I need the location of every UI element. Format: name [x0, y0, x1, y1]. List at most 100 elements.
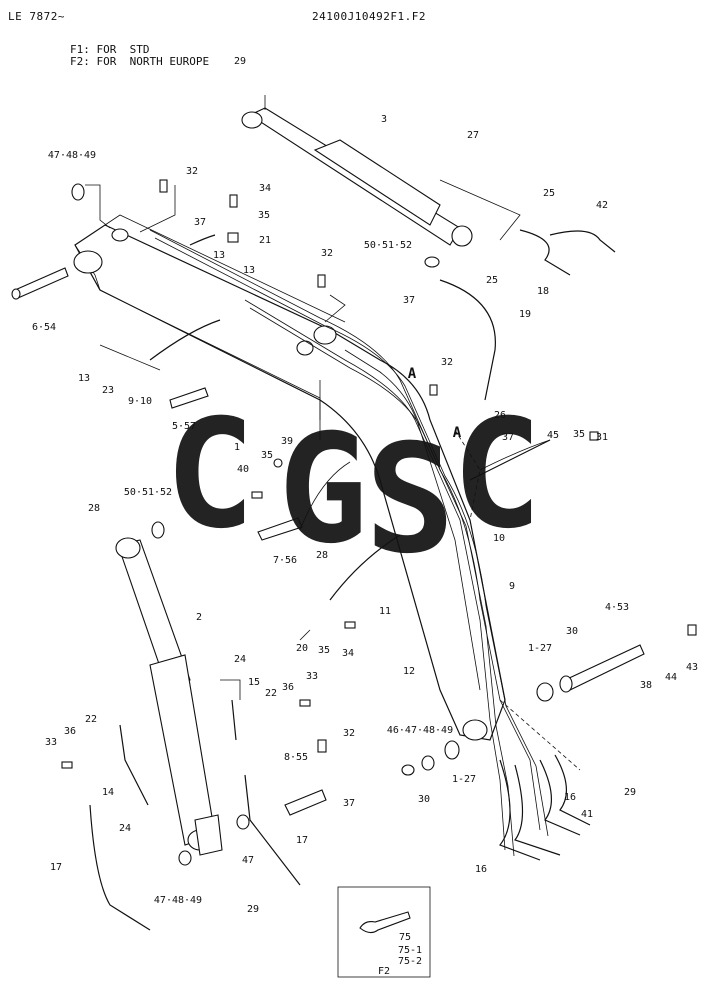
callout-label: 46·47·48·49: [387, 725, 453, 736]
callout-label: 28: [88, 503, 100, 514]
callout-label: 11: [379, 606, 391, 617]
callout-label: 37: [403, 295, 415, 306]
f2-inset: [337, 886, 431, 978]
boom-pipes: [149, 229, 549, 857]
model-number: LE 7872~: [8, 10, 65, 23]
callout-label: 38: [640, 680, 652, 691]
pins-and-fittings: [11, 179, 697, 866]
section-arc-c: [469, 439, 551, 481]
callout-label: 39: [281, 436, 293, 447]
callout-label: 30: [566, 626, 578, 637]
note-f2: F2: FOR NORTH EUROPE: [70, 55, 210, 68]
callout-label: 13: [243, 265, 255, 276]
callout-label: 25: [486, 275, 498, 286]
callout-label: 34: [259, 183, 271, 194]
note-f1: F1: FOR STD: [70, 43, 150, 56]
callout-label: 1-27: [528, 643, 552, 654]
callout-label: 37: [194, 217, 206, 228]
callout-label: 47·48·49: [154, 895, 202, 906]
callout-label: 32: [186, 166, 198, 177]
callout-label: 34: [342, 648, 354, 659]
callout-label: 75: [399, 932, 411, 943]
callout-label: 9: [509, 581, 515, 592]
callout-label: 32: [343, 728, 355, 739]
hoses: [89, 229, 616, 931]
callout-label: 47: [242, 855, 254, 866]
callout-label: 42: [596, 200, 608, 211]
callout-label: 2: [196, 612, 202, 623]
callout-label: 3: [381, 114, 387, 125]
callout-label: 29: [234, 56, 246, 67]
watermark-letter: C: [452, 388, 542, 562]
watermark-letter: G: [278, 403, 368, 577]
callout-label: 8·55: [284, 752, 308, 763]
callout-label: 33: [45, 737, 57, 748]
callout-label: 32: [321, 248, 333, 259]
callout-labels: 2932747·48·4932373435212542131350·51·522…: [32, 56, 698, 977]
callout-label: 35: [261, 450, 273, 461]
callout-label: 75-1: [398, 945, 422, 956]
callout-label: 29: [247, 904, 259, 915]
callout-label: 26: [494, 410, 506, 421]
callout-label: A: [408, 366, 417, 382]
boom-arm: [73, 214, 506, 741]
callout-label: 37: [502, 432, 514, 443]
callout-label: 18: [537, 286, 549, 297]
callout-label: F2: [378, 966, 390, 977]
callout-label: 47·48·49: [48, 150, 96, 161]
callout-label: 22: [85, 714, 97, 725]
callout-label: 44: [665, 672, 677, 683]
callout-label: 4·53: [605, 602, 629, 613]
callout-label: 35: [258, 210, 270, 221]
callout-label: 16: [564, 792, 576, 803]
callout-label: 22: [265, 688, 277, 699]
callout-label: 50·51·52: [124, 487, 172, 498]
callout-label: 36: [64, 726, 76, 737]
callout-label: 45: [547, 430, 559, 441]
callout-label: 5·57: [172, 421, 196, 432]
callout-label: 36: [282, 682, 294, 693]
callout-label: 19: [519, 309, 531, 320]
callout-label: 40: [237, 464, 249, 475]
callout-label: 20: [296, 643, 308, 654]
callout-label: 21: [259, 235, 271, 246]
arm-cylinder: [241, 95, 473, 247]
callout-label: 13: [213, 250, 225, 261]
callout-label: 35: [318, 645, 330, 656]
callout-label: 32: [441, 357, 453, 368]
callout-label: 25: [543, 188, 555, 199]
drawing-number: 24100J10492F1.F2: [312, 10, 426, 23]
callout-label: 12: [403, 666, 415, 677]
watermark-letter: C: [165, 388, 255, 562]
section-arc-b: [329, 534, 401, 601]
callout-label: 23: [102, 385, 114, 396]
callout-label: 17: [50, 862, 62, 873]
callout-label: 24: [119, 823, 131, 834]
section-arc-a: [149, 319, 221, 361]
section-arc-d: [189, 234, 216, 246]
callout-label: 13: [78, 373, 90, 384]
leader-lines: [85, 179, 581, 771]
callout-label: 41: [581, 809, 593, 820]
callout-label: 10: [493, 533, 505, 544]
callout-label: 30: [418, 794, 430, 805]
callout-label: 15: [248, 677, 260, 688]
callout-label: 14: [102, 787, 114, 798]
callout-label: A: [453, 425, 462, 441]
callout-label: 75-2: [398, 956, 422, 967]
callout-label: 27: [467, 130, 479, 141]
callout-label: 37: [343, 798, 355, 809]
callout-label: 31: [596, 432, 608, 443]
boom-cylinder: [115, 537, 223, 856]
callout-label: 24: [234, 654, 246, 665]
watermark-letter: S: [365, 413, 455, 587]
callout-label: 16: [475, 864, 487, 875]
callout-label: 28: [316, 550, 328, 561]
callout-label: 33: [306, 671, 318, 682]
callout-label: 35: [573, 429, 585, 440]
callout-label: 1: [234, 442, 240, 453]
callout-label: 17: [296, 835, 308, 846]
